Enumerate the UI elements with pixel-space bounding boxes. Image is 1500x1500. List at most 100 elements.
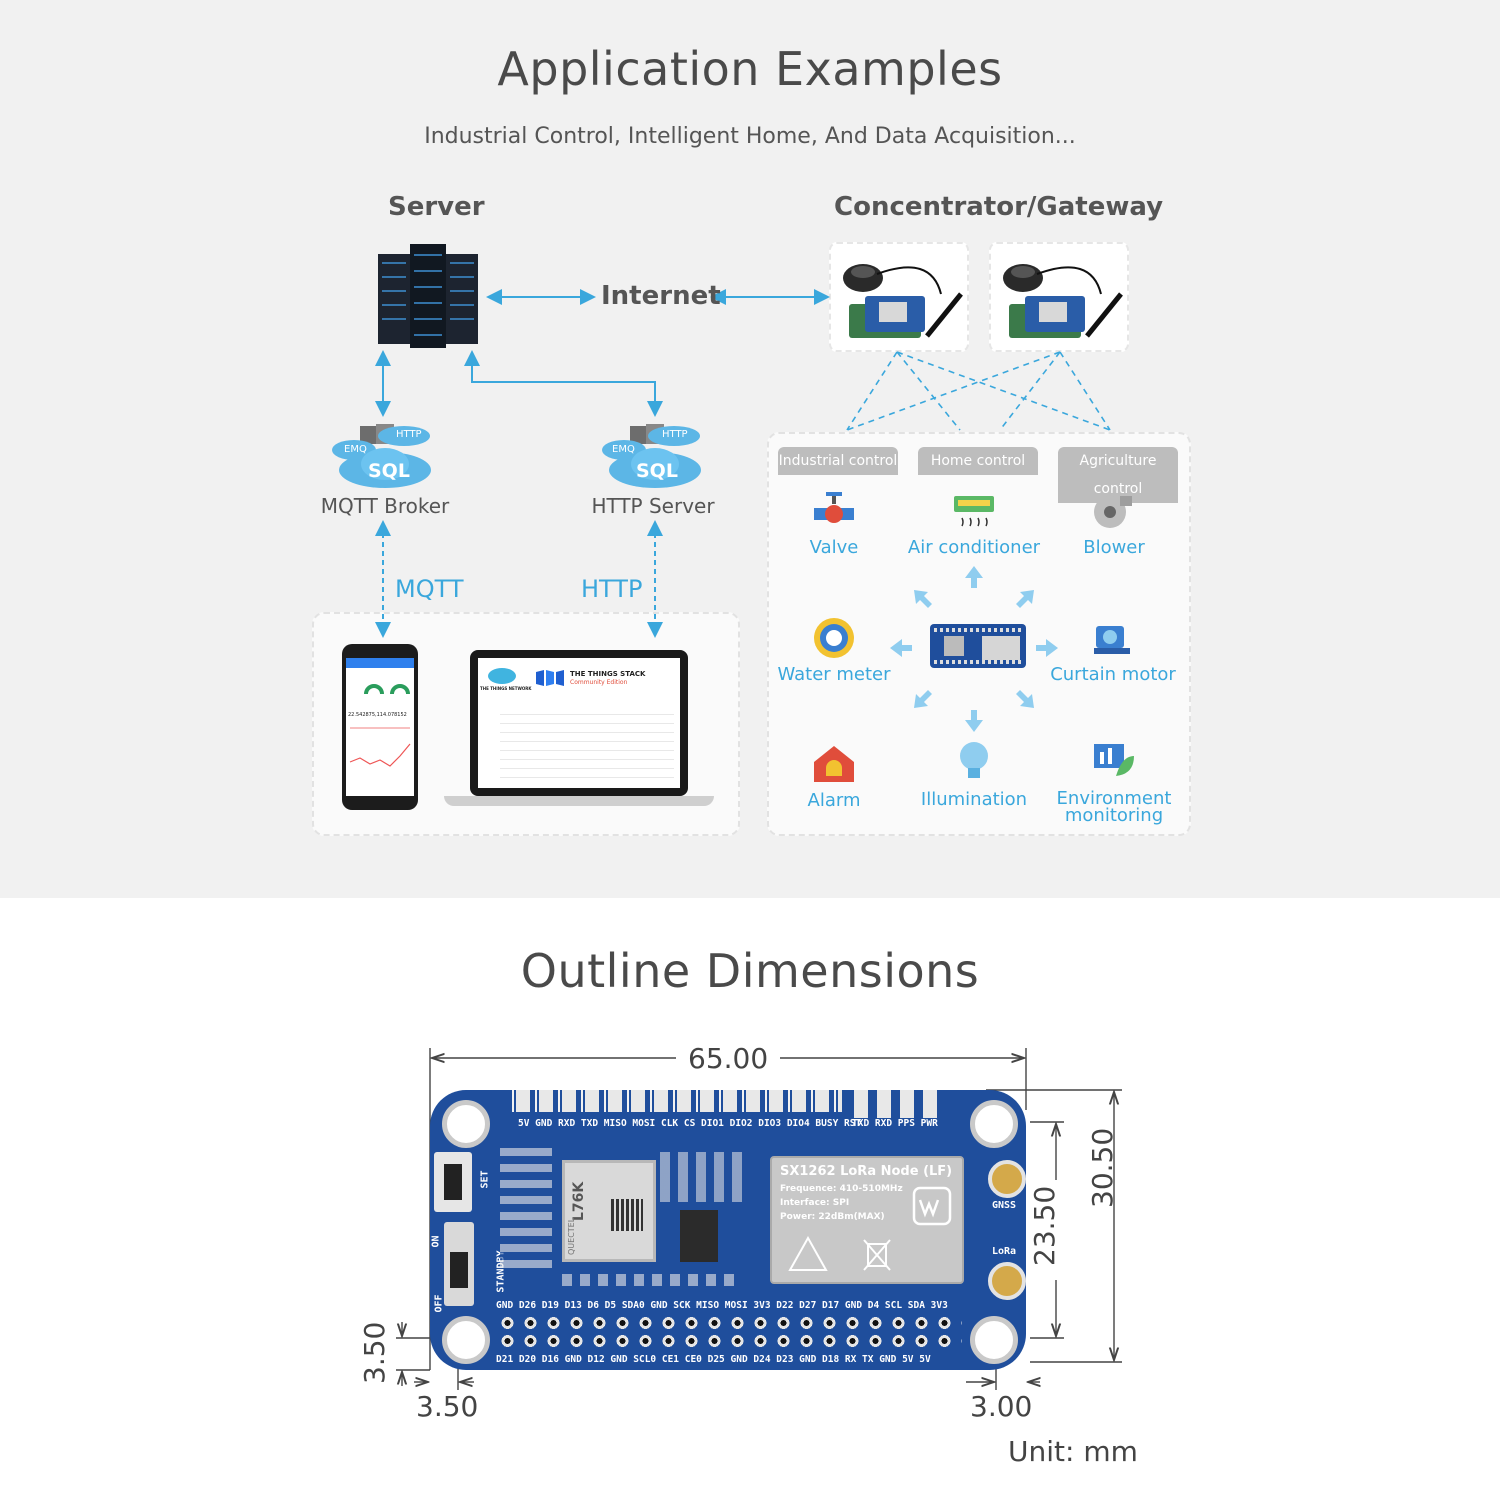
gps-module-label: L76K (571, 1181, 587, 1221)
laptop: THE THINGS NETWORK THE THINGS STACK Comm… (470, 650, 688, 796)
gps-brand-label: QUECTEL (567, 1217, 576, 1255)
internet-label: Internet (601, 281, 721, 311)
server-rack-icon (378, 244, 478, 348)
pcb-board: 5V GND RXD TXD MISO MOSI CLK CS DIO1 DIO… (430, 1090, 1026, 1370)
on-label: ON (430, 1235, 442, 1248)
tts-brand-label: THE THINGS STACK (570, 670, 646, 678)
top-pin-labels: 5V GND RXD TXD MISO MOSI CLK CS DIO1 DIO… (518, 1118, 862, 1129)
mounting-hole-top-right (970, 1100, 1018, 1148)
mounting-hole-bottom-left (442, 1316, 490, 1364)
cloud-emq-tag: EMQ (612, 444, 635, 455)
air-conditioner-icon (954, 496, 994, 527)
lora-links (846, 351, 1111, 431)
gpio-row2-pins (496, 1334, 962, 1348)
bottom-offset-dimension-label: 3.50 (358, 1321, 391, 1384)
http-protocol-label: HTTP (581, 575, 643, 603)
cloud-sql-tag: SQL (636, 460, 678, 482)
cloud-http-tag: HTTP (396, 429, 422, 440)
gpio-row1-labels: GND D26 D19 D13 D6 D5 SDA0 GND SCK MISO … (496, 1300, 948, 1311)
lora-power-label: Power: 22dBm(MAX) (780, 1212, 885, 1222)
device-label-valve: Valve (809, 537, 859, 558)
waveshare-logo-icon (912, 1186, 952, 1226)
gpio-row1-pins (496, 1316, 962, 1330)
mounting-hole-bottom-right (970, 1316, 1018, 1364)
device-label-illumination: Illumination (920, 789, 1028, 810)
top-right-pin-header (854, 1090, 946, 1118)
laptop-screen: THE THINGS NETWORK THE THINGS STACK Comm… (478, 658, 680, 788)
valve-icon (814, 492, 854, 523)
lora-module-title: SX1262 LoRa Node (LF) (780, 1164, 953, 1179)
cloud-sql-tag: SQL (368, 460, 410, 482)
total-height-dimension-label: 30.50 (1086, 1127, 1119, 1208)
http-server-label: HTTP Server (591, 494, 715, 518)
device-label-air-conditioner: Air conditioner (907, 537, 1041, 558)
gateway-heading: Concentrator/Gateway (834, 192, 1164, 222)
device-label-blower: Blower (1083, 537, 1145, 558)
phone-gauge-icon (364, 684, 410, 695)
mounting-hole-top-left (442, 1100, 490, 1148)
application-examples-section (0, 0, 1500, 898)
lora-antenna-connector (988, 1262, 1026, 1300)
qr-code-icon (611, 1199, 643, 1231)
device-label-environment-monitoring: Environment monitoring (1056, 788, 1172, 826)
top-right-pin-labels: TXD RXD PPS PWR (852, 1118, 938, 1129)
laptop-base (444, 796, 714, 806)
server-http-connector (464, 350, 663, 417)
lora-interface-label: Interface: SPI (780, 1198, 850, 1208)
gateway-card-1 (829, 242, 969, 352)
outline-title: Outline Dimensions (520, 944, 980, 998)
blower-icon (1094, 496, 1132, 528)
ttn-logo-icon (488, 668, 516, 684)
cloud-emq-tag: EMQ (344, 444, 367, 455)
lora-label: LoRa (992, 1246, 1017, 1257)
http-cloud-icon: HTTP EMQ SQL (600, 422, 706, 490)
mqtt-cloud-icon: HTTP EMQ SQL (330, 422, 436, 490)
ttn-network-label: THE THINGS NETWORK (480, 686, 532, 691)
mqtt-broker-label: MQTT Broker (320, 494, 450, 518)
illumination-icon (960, 742, 988, 778)
gateway-board-icon (843, 264, 963, 338)
phone-coordinates: 22.542875,114.078152 (348, 712, 407, 718)
unit-label: Unit: mm (1008, 1435, 1138, 1468)
esd-warning-icon (788, 1236, 828, 1271)
right-offset-dimension-label: 3.00 (970, 1390, 1033, 1423)
top-pin-header (512, 1090, 842, 1112)
server-heading: Server (388, 192, 485, 222)
water-meter-icon (814, 618, 854, 658)
radial-arrows (890, 566, 1058, 732)
lora-node-board-icon (930, 624, 1026, 668)
tab-industrial-control: Industrial control (778, 447, 898, 475)
tts-edition-label: Community Edition (570, 679, 628, 686)
inner-height-dimension-label: 23.50 (1028, 1185, 1061, 1266)
phone-chart-icon (349, 727, 411, 767)
gps-module: L76K QUECTEL (562, 1160, 656, 1262)
set-label: SET (479, 1170, 491, 1189)
gpio-row2-labels: D21 D20 D16 GND D12 GND SCL0 CE1 CE0 D25… (496, 1354, 931, 1365)
tab-home-control: Home control (918, 447, 1038, 475)
gnss-antenna-connector (988, 1160, 1026, 1198)
cloud-http-tag: HTTP (662, 429, 688, 440)
device-label-curtain-motor: Curtain motor (1050, 664, 1176, 685)
gateway-board-icon (1003, 264, 1123, 338)
lora-frequence-label: Frequence: 410-510MHz (780, 1184, 903, 1194)
curtain-motor-icon (1094, 626, 1130, 654)
power-switch (444, 1222, 474, 1306)
width-dimension-label: 65.00 (688, 1042, 769, 1075)
regulator-chip (680, 1210, 718, 1262)
alarm-icon (814, 746, 854, 782)
mqtt-protocol-label: MQTT (395, 575, 464, 603)
page-subtitle: Industrial Control, Intelligent Home, An… (424, 124, 1076, 149)
gnss-label: GNSS (992, 1200, 1017, 1211)
passive-components (660, 1152, 750, 1202)
device-label-water-meter: Water meter (777, 664, 891, 685)
passive-components (500, 1148, 552, 1268)
environment-monitoring-icon (1094, 744, 1134, 776)
connector-layer (375, 289, 1111, 732)
off-label: OFF (433, 1294, 445, 1313)
weee-bin-icon (863, 1239, 891, 1271)
smartphone: 22.542875,114.078152 (342, 644, 418, 810)
tts-logo-icon (536, 670, 564, 686)
page-title: Application Examples (497, 42, 1003, 96)
set-button (434, 1152, 472, 1212)
laptop-table (500, 706, 674, 782)
